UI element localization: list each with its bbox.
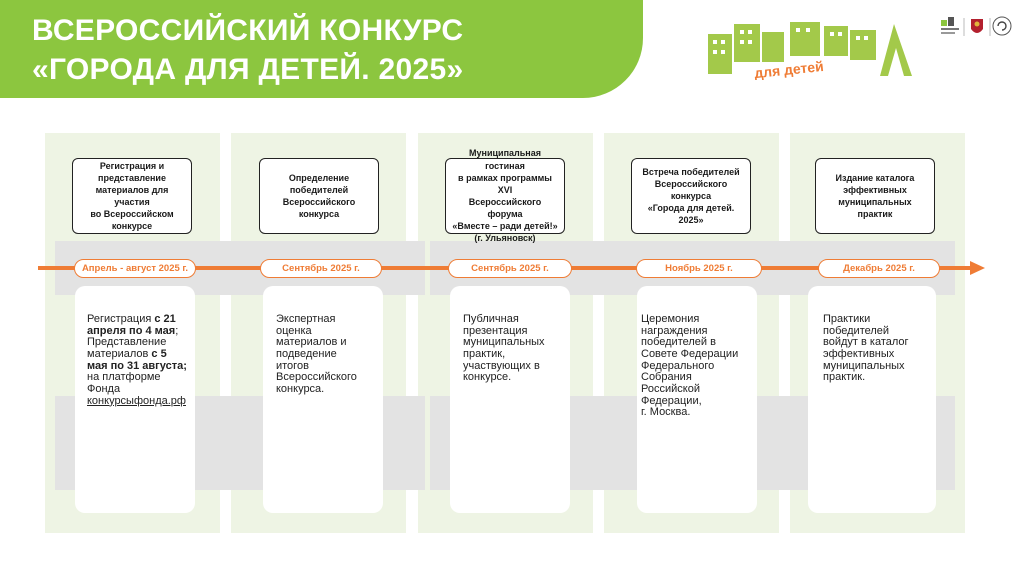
- stage-title-2: Определение победителей Всероссийского к…: [259, 158, 379, 234]
- stage-title-3: Муниципальная гостиная в рамках программ…: [445, 148, 565, 243]
- stage-date-3: Сентябрь 2025 г.: [448, 259, 572, 278]
- svg-text:для детей: для детей: [753, 58, 824, 80]
- stage-title-4: Встреча победителей Всероссийского конку…: [631, 158, 751, 234]
- stage-detail-card-1: [75, 286, 195, 513]
- stage-date-1: Апрель - август 2025 г.: [74, 259, 196, 278]
- stage-title-5: Издание каталога эффективных муниципальн…: [815, 158, 935, 234]
- timeline-arrow-icon: [970, 261, 985, 275]
- stage-date-4: Ноябрь 2025 г.: [636, 259, 762, 278]
- partner-logos: [941, 16, 1012, 36]
- csr-logo: [992, 16, 1012, 36]
- stage-date-2: Сентябрь 2025 г.: [260, 259, 382, 278]
- header-band: [0, 0, 643, 98]
- goroda-dlya-detey-logo: для детей: [708, 22, 912, 80]
- platform-link[interactable]: конкурсыфонда.рф: [87, 394, 186, 407]
- stage-detail-card-2: [263, 286, 383, 513]
- stage-detail-2: Экспертная оценка материалов и подведени…: [276, 313, 357, 395]
- stage-date-5: Декабрь 2025 г.: [818, 259, 940, 278]
- stage-detail-4: Церемония награждения победителей в Сове…: [641, 313, 739, 419]
- stage-detail-1: Регистрация с 21 апреля по 4 мая; Предст…: [87, 313, 187, 407]
- partner-logo-1: [941, 17, 959, 34]
- stage-detail-3: Публичная презентация муниципальных прак…: [463, 313, 545, 384]
- page-title-line-1: ВСЕРОССИЙСКИЙ КОНКУРС: [32, 14, 464, 47]
- stage-detail-card-5: [808, 286, 936, 513]
- stage-detail-card-4: [637, 286, 757, 513]
- page-title-line-2: «ГОРОДА ДЛЯ ДЕТЕЙ. 2025»: [32, 53, 464, 86]
- stage-title-1: Регистрация и представление материалов д…: [72, 158, 192, 234]
- coat-of-arms-icon: [971, 19, 983, 33]
- stage-detail-card-3: [450, 286, 570, 513]
- stage-detail-5: Практики победителей войдут в каталог эф…: [823, 313, 909, 384]
